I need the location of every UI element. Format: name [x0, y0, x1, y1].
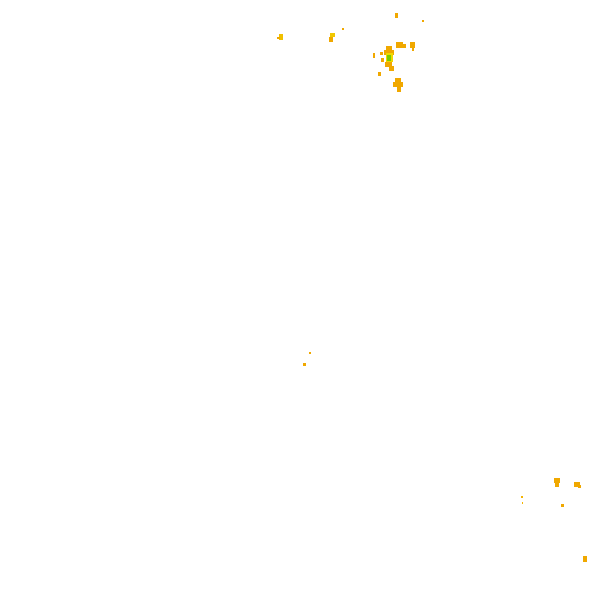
patch	[303, 363, 306, 366]
patch	[309, 352, 311, 354]
patch	[561, 504, 564, 507]
patch	[380, 52, 383, 55]
patch	[389, 66, 394, 71]
patch	[412, 48, 414, 51]
patch	[393, 82, 403, 87]
patch	[403, 44, 406, 48]
patch	[422, 20, 424, 22]
patch	[378, 72, 381, 76]
patch	[522, 502, 523, 504]
patch	[521, 496, 523, 498]
cluster-southeast	[521, 478, 587, 562]
patch	[330, 33, 335, 37]
patch	[554, 478, 560, 483]
cluster-center	[303, 352, 311, 366]
patch	[373, 53, 375, 58]
patch	[396, 42, 403, 48]
patch	[386, 46, 392, 50]
patch	[329, 37, 333, 42]
patch	[397, 87, 401, 92]
patch	[583, 556, 587, 562]
patch	[342, 28, 344, 30]
patch	[410, 42, 415, 48]
patch	[385, 62, 392, 67]
patch	[574, 482, 580, 487]
patch	[395, 78, 401, 84]
patch	[277, 37, 280, 39]
patch	[387, 55, 391, 61]
patch	[578, 485, 581, 488]
patch	[384, 50, 394, 55]
patch	[381, 58, 384, 62]
patch	[395, 13, 398, 18]
patch	[555, 483, 559, 487]
patch	[279, 34, 283, 40]
cluster-north	[277, 13, 424, 92]
